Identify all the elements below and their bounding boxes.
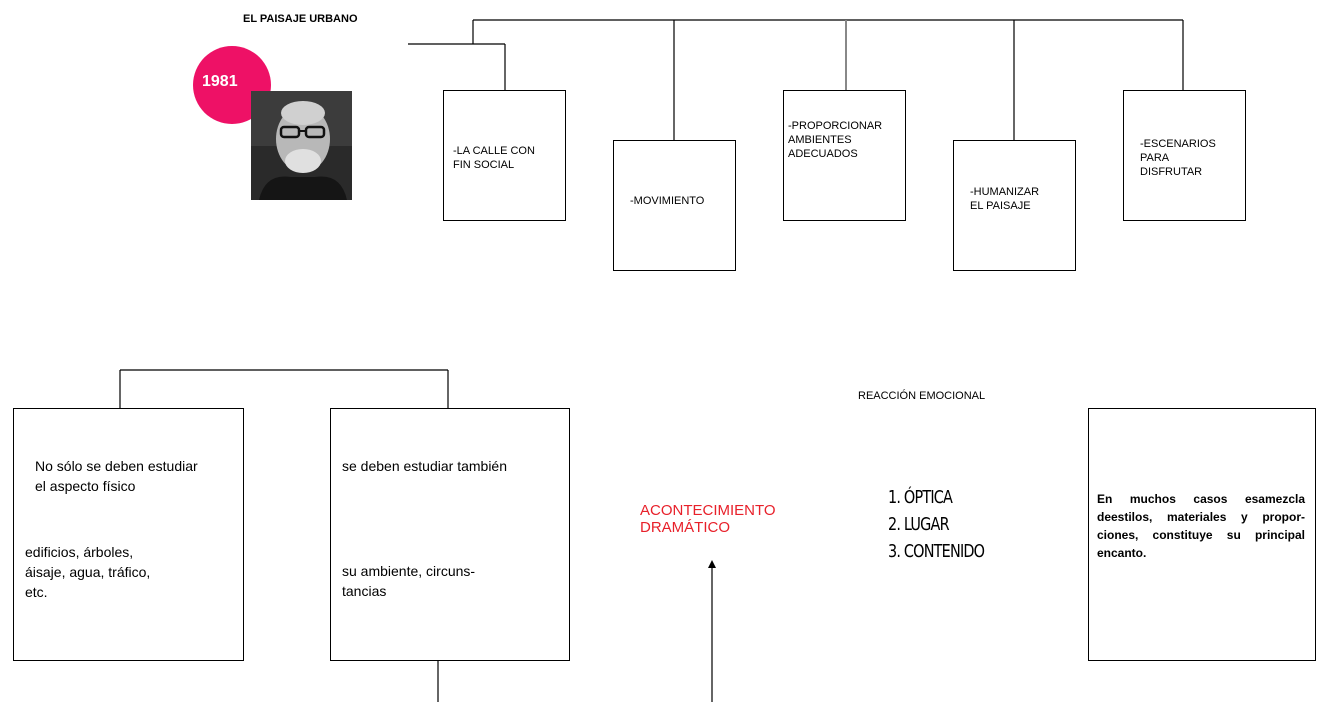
box-aspecto-fisico: No sólo se deben estudiar el aspecto fís… bbox=[13, 408, 244, 661]
year-badge-text: 1981 bbox=[202, 73, 238, 90]
box-estudiar-tambien: se deben estudiar también su ambiente, c… bbox=[330, 408, 570, 661]
reaction-list: 1. ÓPTICA 2. LUGAR 3. CONTENIDO bbox=[888, 484, 985, 565]
diagram-title: EL PAISAJE URBANO bbox=[243, 13, 358, 25]
top-box-humanizar: -HUMANIZAR EL PAISAJE bbox=[953, 140, 1076, 271]
box-estudiar-tambien-detail: su ambiente, circuns- tancias bbox=[342, 563, 476, 599]
reaction-item-lugar: 2. LUGAR bbox=[888, 514, 950, 535]
box-estudiar-tambien-heading: se deben estudiar también bbox=[342, 458, 507, 474]
box-encanto: En muchos casos esamezcla deestilos, mat… bbox=[1088, 408, 1316, 661]
top-box-movimiento: -MOVIMIENTO bbox=[613, 140, 736, 271]
reaction-label: REACCIÓN EMOCIONAL bbox=[858, 390, 986, 402]
top-box-escenarios: -ESCENARIOS PARA DISFRUTAR bbox=[1123, 90, 1246, 221]
reaction-item-contenido: 3. CONTENIDO bbox=[888, 541, 985, 562]
box-encanto-text: En muchos casos esamezcla deestilos, mat… bbox=[1097, 492, 1305, 560]
dramatic-event-label: ACONTECIMIENTO DRAMÁTICO bbox=[640, 502, 776, 536]
top-box-proporcionar: -PROPORCIONAR AMBIENTES ADECUADOS bbox=[783, 90, 906, 221]
reaction-item-optica: 1. ÓPTICA bbox=[888, 487, 953, 508]
box-aspecto-fisico-detail: edificios, árboles, áisaje, agua, tráfic… bbox=[25, 544, 151, 600]
box-aspecto-fisico-heading: No sólo se deben estudiar el aspecto fís… bbox=[35, 458, 198, 494]
portrait-photo-icon bbox=[251, 91, 352, 200]
top-box-calle: -LA CALLE CON FIN SOCIAL bbox=[443, 90, 566, 221]
arrow-head-up bbox=[708, 560, 716, 568]
